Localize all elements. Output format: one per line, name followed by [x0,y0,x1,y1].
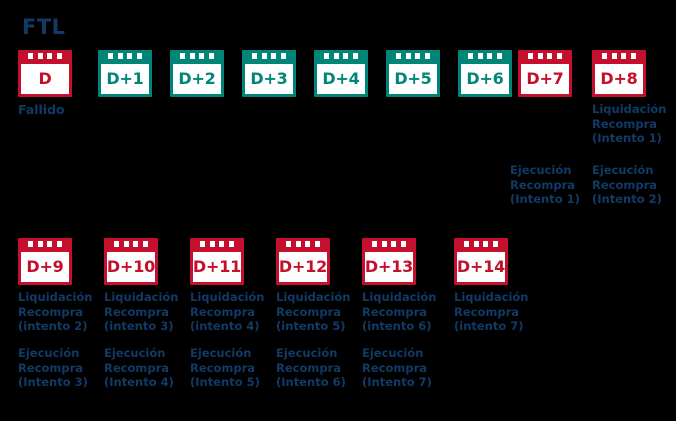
calendar-header-band [389,53,437,64]
day-column-d12: D+12 Liquidación Recompra (intento 5) Ej… [276,238,352,389]
calendar-icon-d[interactable]: D [18,50,72,97]
note-liquidacion-d12: Liquidación Recompra (intento 5) [276,290,351,333]
day-column-d10: D+10 Liquidación Recompra (intento 3) Ej… [104,238,180,389]
day-column-d5: D+5 [386,50,462,97]
note-ejecucion-d8: Ejecución Recompra (Intento 2) [592,163,662,206]
calendar-icon-d9[interactable]: D+9 [18,238,72,285]
day-column-d2: D+2 [170,50,246,97]
calendar-header-band [317,53,365,64]
note-liquidacion-d13: Liquidación Recompra (intento 6) [362,290,437,333]
day-column-d4: D+4 [314,50,390,97]
calendar-icon-d2[interactable]: D+2 [170,50,224,97]
calendar-header-band [595,53,643,64]
calendar-icon-d13[interactable]: D+13 [362,238,416,285]
day-column-d11: D+11 Liquidación Recompra (intento 4) Ej… [190,238,266,389]
note-liquidacion-d14: Liquidación Recompra (intento 7) [454,290,529,333]
calendar-icon-d10[interactable]: D+10 [104,238,158,285]
calendar-header-band [21,241,69,252]
note-ejecucion-d9: Ejecución Recompra (Intento 3) [18,346,88,389]
calendar-header-band [521,53,569,64]
calendar-day-label: D+2 [178,69,216,88]
day-column-d8: D+8 Liquidación Recompra (Intento 1) Eje… [592,50,668,206]
calendar-header-band [101,53,149,64]
calendar-icon-d4[interactable]: D+4 [314,50,368,97]
calendar-day-label: D+6 [466,69,504,88]
calendar-day-label: D+10 [106,257,156,276]
calendar-day-label: D+9 [26,257,64,276]
calendar-day-label: D+12 [278,257,328,276]
calendar-day-label: D+13 [364,257,414,276]
calendar-header-band [193,241,241,252]
calendar-day-label: D+4 [322,69,360,88]
diagram-title: FTL [22,15,66,39]
calendar-day-label: D [38,69,52,88]
calendar-icon-d11[interactable]: D+11 [190,238,244,285]
calendar-header-band [245,53,293,64]
day-column-d6: D+6 [458,50,534,97]
note-liquidacion-d10: Liquidación Recompra (intento 3) [104,290,179,333]
day-column-d9: D+9 Liquidación Recompra (intento 2) Eje… [18,238,94,389]
calendar-header-band [107,241,155,252]
note-ejecucion-d12: Ejecución Recompra (Intento 6) [276,346,346,389]
calendar-day-label: D+11 [192,257,242,276]
day-column-d13: D+13 Liquidación Recompra (intento 6) Ej… [362,238,438,389]
calendar-day-label: D+7 [526,69,564,88]
calendar-day-label: D+14 [456,257,506,276]
day-column-d: D Fallido [18,50,94,117]
calendar-icon-d14[interactable]: D+14 [454,238,508,285]
caption-fallido: Fallido [18,102,65,117]
calendar-icon-d12[interactable]: D+12 [276,238,330,285]
calendar-icon-d7[interactable]: D+7 [518,50,572,97]
calendar-header-band [365,241,413,252]
calendar-icon-d1[interactable]: D+1 [98,50,152,97]
note-liquidacion-d8: Liquidación Recompra (Intento 1) [592,102,667,145]
calendar-header-band [279,241,327,252]
note-ejecucion-d11: Ejecución Recompra (Intento 5) [190,346,260,389]
note-ejecucion-d10: Ejecución Recompra (Intento 4) [104,346,174,389]
calendar-day-label: D+5 [394,69,432,88]
calendar-header-band [461,53,509,64]
calendar-icon-d3[interactable]: D+3 [242,50,296,97]
note-liquidacion-d11: Liquidación Recompra (intento 4) [190,290,265,333]
note-liquidacion-d9: Liquidación Recompra (intento 2) [18,290,93,333]
calendar-day-label: D+8 [600,69,638,88]
calendar-header-band [21,53,69,64]
day-column-d3: D+3 [242,50,318,97]
note-ejecucion-d7: Ejecución Recompra (Intento 1) [510,163,580,206]
day-column-d7: D+7 Ejecución Recompra (Intento 1) [510,50,594,206]
calendar-header-band [457,241,505,252]
calendar-day-label: D+1 [106,69,144,88]
calendar-header-band [173,53,221,64]
calendar-icon-d8[interactable]: D+8 [592,50,646,97]
calendar-icon-d5[interactable]: D+5 [386,50,440,97]
note-ejecucion-d13: Ejecución Recompra (Intento 7) [362,346,432,389]
calendar-day-label: D+3 [250,69,288,88]
calendar-icon-d6[interactable]: D+6 [458,50,512,97]
day-column-d14: D+14 Liquidación Recompra (intento 7) [454,238,530,333]
day-column-d1: D+1 [98,50,174,97]
